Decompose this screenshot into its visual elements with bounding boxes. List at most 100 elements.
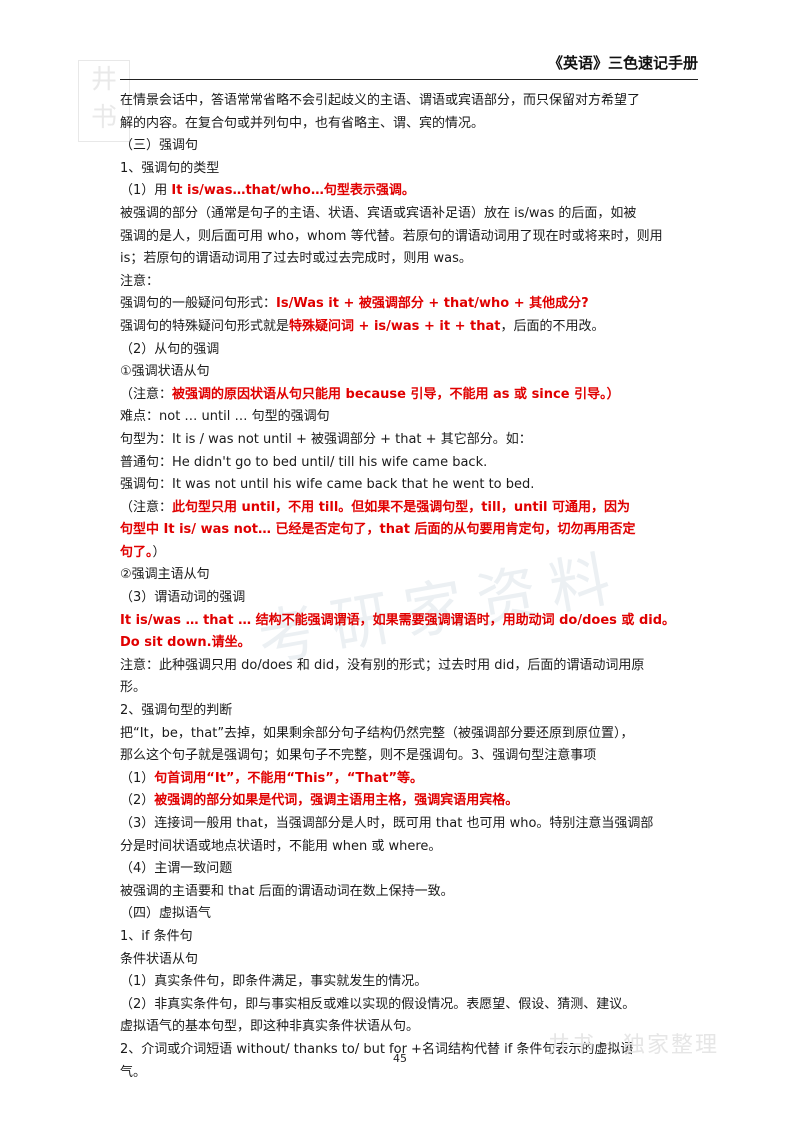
body-text: 强调句的一般疑问句形式： <box>120 296 277 312</box>
body-text: （4）主谓一致问题 <box>120 861 233 877</box>
body-text: （2）非真实条件句，即与事实相反或难以实现的假设情况。表愿望、假设、猜测、建议。 <box>120 996 636 1012</box>
body-text: 1、强调句的类型 <box>120 160 220 176</box>
highlight-text: 句型中 It is/ was not… 已经是否定句了，that 后面的从句要用… <box>120 522 636 538</box>
watermark-logo: 井书 <box>78 60 130 142</box>
highlight-text: 句首词用“It”，不能用“This”，“That”等。 <box>154 770 424 786</box>
text-line: （四）虚拟语气 <box>120 903 690 926</box>
text-line: 注意： <box>120 271 690 294</box>
body-text: （1）真实条件句，即条件满足，事实就发生的情况。 <box>120 974 428 990</box>
text-line: 强调的是人，则后面可用 who，whom 等代替。若原句的谓语动词用了现在时或将… <box>120 226 690 249</box>
body-text: is；若原句的谓语动词用了过去时或过去完成时，则用 was。 <box>120 251 472 267</box>
body-text: ①强调状语从句 <box>120 364 210 380</box>
highlight-text: 被强调的原因状语从句只能用 because 引导，不能用 as 或 since … <box>172 386 620 402</box>
text-line: （1）句首词用“It”，不能用“This”，“That”等。 <box>120 768 690 791</box>
body-text: 注意：此种强调只用 do/does 和 did，没有别的形式；过去时用 did，… <box>120 657 645 673</box>
highlight-text: 特殊疑问词 + is/was + it + that <box>289 318 501 334</box>
text-line: ①强调状语从句 <box>120 361 690 384</box>
body-text: ，后面的不用改。 <box>500 318 605 334</box>
body-text: （3）谓语动词的强调 <box>120 590 246 606</box>
text-line: 被强调的主语要和 that 后面的谓语动词在数上保持一致。 <box>120 881 690 904</box>
text-line: （2）从句的强调 <box>120 339 690 362</box>
body-text: ） <box>152 544 166 560</box>
text-line: 难点：not … until … 句型的强调句 <box>120 406 690 429</box>
text-line: 强调句的特殊疑问句形式就是特殊疑问词 + is/was + it + that，… <box>120 316 690 339</box>
header-title: 《英语》三色速记手册 <box>547 54 698 72</box>
text-line: （1）用 It is/was…that/who…句型表示强调。 <box>120 180 690 203</box>
highlight-text: 被强调的部分如果是代词，强调主语用主格，强调宾语用宾格。 <box>154 793 519 809</box>
body-text: （1）用 <box>120 183 172 199</box>
body-text: （2）从句的强调 <box>120 341 220 357</box>
text-line: （2）非真实条件句，即与事实相反或难以实现的假设情况。表愿望、假设、猜测、建议。 <box>120 994 690 1017</box>
document-body: 在情景会话中，答语常常省略不会引起歧义的主语、谓语或宾语部分，而只保留对方希望了… <box>120 90 690 1084</box>
text-line: 条件状语从句 <box>120 949 690 972</box>
text-line: is；若原句的谓语动词用了过去时或过去完成时，则用 was。 <box>120 248 690 271</box>
highlight-text: Do sit down.请坐。 <box>120 635 251 651</box>
body-text: 被强调的部分（通常是句子的主语、状语、宾语或宾语补足语）放在 is/was 的后… <box>120 205 637 221</box>
text-line: （3）谓语动词的强调 <box>120 587 690 610</box>
body-text: （1） <box>120 770 155 786</box>
text-line: 被强调的部分（通常是句子的主语、状语、宾语或宾语补足语）放在 is/was 的后… <box>120 203 690 226</box>
text-line: 2、强调句型的判断 <box>120 700 690 723</box>
body-text: 气。 <box>120 1064 147 1080</box>
text-line: Do sit down.请坐。 <box>120 632 690 655</box>
text-line: （3）连接词一般用 that，当强调部分是人时，既可用 that 也可用 who… <box>120 813 690 836</box>
text-line: ②强调主语从句 <box>120 564 690 587</box>
watermark-footer: 井书 · 独家整理 <box>548 1033 719 1058</box>
body-text: 强调的是人，则后面可用 who，whom 等代替。若原句的谓语动词用了现在时或将… <box>120 228 663 244</box>
text-line: （注意：被强调的原因状语从句只能用 because 引导，不能用 as 或 si… <box>120 384 690 407</box>
text-line: 那么这个句子就是强调句；如果句子不完整，则不是强调句。3、强调句型注意事项 <box>120 745 690 768</box>
body-text: 难点：not … until … 句型的强调句 <box>120 409 330 425</box>
body-text: ②强调主语从句 <box>120 567 210 583</box>
text-line: （注意：此句型只用 until，不用 till。但如果不是强调句型，till，u… <box>120 497 690 520</box>
text-line: 虚拟语气的基本句型，即这种非真实条件状语从句。 <box>120 1016 690 1039</box>
body-text: （注意： <box>120 499 173 515</box>
body-text: 普通句：He didn't go to bed until/ till his … <box>120 454 488 470</box>
body-text: 注意： <box>120 273 160 289</box>
text-line: 分是时间状语或地点状语时，不能用 when 或 where。 <box>120 836 690 859</box>
text-line: 普通句：He didn't go to bed until/ till his … <box>120 452 690 475</box>
body-text: （3）连接词一般用 that，当强调部分是人时，既可用 that 也可用 who… <box>120 816 654 831</box>
page-number: 45 <box>393 1052 407 1065</box>
body-text: （四）虚拟语气 <box>120 906 212 922</box>
body-text: （三）强调句 <box>120 138 199 154</box>
body-text: 2、强调句型的判断 <box>120 703 233 719</box>
text-line: 1、if 条件句 <box>120 926 690 949</box>
body-text: 形。 <box>120 680 147 696</box>
highlight-text: Is/Was it + 被强调部分 + that/who + 其他成分? <box>276 296 589 312</box>
text-line: （2）被强调的部分如果是代词，强调主语用主格，强调宾语用宾格。 <box>120 790 690 813</box>
highlight-text: It is/was…that/who…句型表示强调。 <box>171 183 415 199</box>
text-line: 把“It，be，that”去掉，如果剩余部分句子结构仍然完整（被强调部分要还原到… <box>120 723 690 746</box>
body-text: 解的内容。在复合句或并列句中，也有省略主、谓、宾的情况。 <box>120 115 485 131</box>
highlight-text: 句了。 <box>120 544 153 560</box>
body-text: 句型为：It is / was not until + 被强调部分 + that… <box>120 431 532 447</box>
body-text: 分是时间状语或地点状语时，不能用 when 或 where。 <box>120 838 442 854</box>
text-line: （三）强调句 <box>120 135 690 158</box>
text-line: 句了。） <box>120 542 690 565</box>
text-line: 强调句的一般疑问句形式：Is/Was it + 被强调部分 + that/who… <box>120 293 690 316</box>
text-line: 2、介词或介词短语 without/ thanks to/ but for +名… <box>120 1039 690 1062</box>
highlight-text: It is/was … that … 结构不能强调谓语，如果需要强调谓语时，用助… <box>120 612 676 628</box>
body-text: （2） <box>120 793 155 809</box>
body-text: 2、介词或介词短语 without/ thanks to/ but for +名… <box>120 1041 634 1057</box>
body-text: 把“It，be，that”去掉，如果剩余部分句子结构仍然完整（被强调部分要还原到… <box>120 725 634 741</box>
text-line: 气。 <box>120 1062 690 1085</box>
highlight-text: 此句型只用 until，不用 till。但如果不是强调句型，till，until… <box>172 499 631 515</box>
text-line: 解的内容。在复合句或并列句中，也有省略主、谓、宾的情况。 <box>120 113 690 136</box>
body-text: 强调句：It was not until his wife came back … <box>120 477 535 493</box>
body-text: 那么这个句子就是强调句；如果句子不完整，则不是强调句。3、强调句型注意事项 <box>120 748 597 764</box>
body-text: （注意： <box>120 386 173 402</box>
text-line: 句型中 It is/ was not… 已经是否定句了，that 后面的从句要用… <box>120 519 690 542</box>
text-line: 强调句：It was not until his wife came back … <box>120 474 690 497</box>
text-line: 1、强调句的类型 <box>120 158 690 181</box>
body-text: 1、if 条件句 <box>120 928 193 944</box>
text-line: （4）主谓一致问题 <box>120 858 690 881</box>
text-line: 句型为：It is / was not until + 被强调部分 + that… <box>120 429 690 452</box>
body-text: 被强调的主语要和 that 后面的谓语动词在数上保持一致。 <box>120 883 454 899</box>
body-text: 强调句的特殊疑问句形式就是 <box>120 318 290 334</box>
text-line: 注意：此种强调只用 do/does 和 did，没有别的形式；过去时用 did，… <box>120 655 690 678</box>
body-text: 虚拟语气的基本句型，即这种非真实条件状语从句。 <box>120 1019 420 1035</box>
body-text: 在情景会话中，答语常常省略不会引起歧义的主语、谓语或宾语部分，而只保留对方希望了 <box>120 93 641 108</box>
text-line: 在情景会话中，答语常常省略不会引起歧义的主语、谓语或宾语部分，而只保留对方希望了 <box>120 90 690 113</box>
text-line: It is/was … that … 结构不能强调谓语，如果需要强调谓语时，用助… <box>120 610 690 633</box>
body-text: 条件状语从句 <box>120 951 199 967</box>
